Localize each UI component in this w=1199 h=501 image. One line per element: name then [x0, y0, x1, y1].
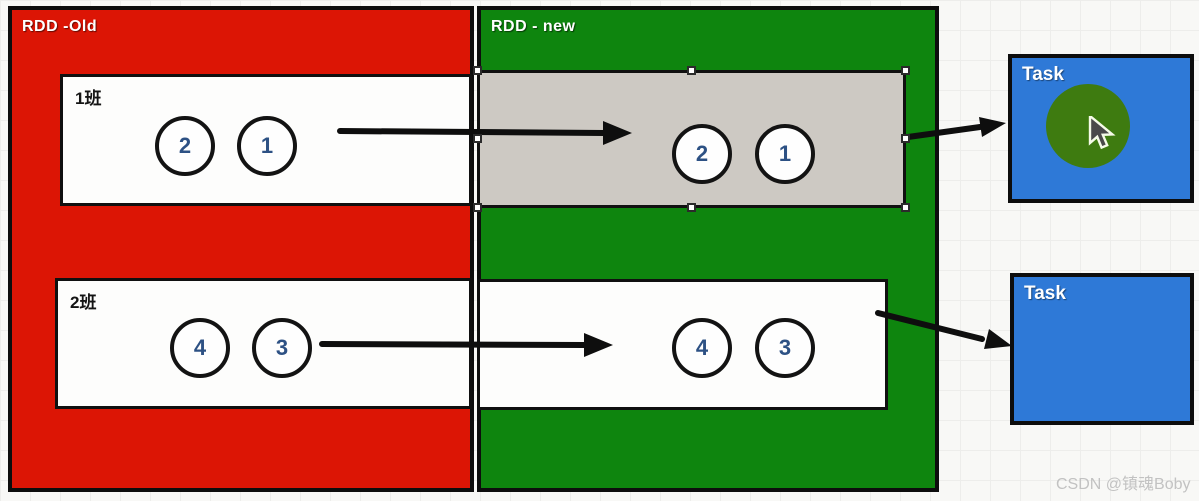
task-2-title: Task	[1024, 283, 1066, 304]
task-box-2[interactable]: Task	[1010, 273, 1194, 425]
selection-handle[interactable]	[473, 203, 482, 212]
record-circle[interactable]: 1	[237, 116, 297, 176]
rdd-old-title: RDD -Old	[22, 18, 98, 35]
selection-handle[interactable]	[901, 134, 910, 143]
record-circle[interactable]: 4	[672, 318, 732, 378]
task-1-stage-circle[interactable]	[1046, 84, 1130, 168]
selection-handle[interactable]	[687, 203, 696, 212]
selection-handle[interactable]	[687, 66, 696, 75]
selection-handle[interactable]	[473, 134, 482, 143]
record-circle[interactable]: 1	[755, 124, 815, 184]
record-circle[interactable]: 4	[170, 318, 230, 378]
mouse-cursor-icon	[1088, 116, 1116, 150]
old-partition-1-label: 1班	[75, 89, 102, 108]
record-circle[interactable]: 2	[155, 116, 215, 176]
selection-handle[interactable]	[473, 66, 482, 75]
old-partition-2-label: 2班	[70, 293, 97, 312]
task-box-1[interactable]: Task	[1008, 54, 1194, 203]
record-circle[interactable]: 3	[252, 318, 312, 378]
selection-handle[interactable]	[901, 203, 910, 212]
csdn-watermark: CSDN @镇魂Boby	[1056, 476, 1191, 493]
record-circle[interactable]: 2	[672, 124, 732, 184]
record-circle[interactable]: 3	[755, 318, 815, 378]
task-1-title: Task	[1022, 64, 1064, 85]
rdd-new-title: RDD - new	[491, 18, 576, 35]
selection-handle[interactable]	[901, 66, 910, 75]
